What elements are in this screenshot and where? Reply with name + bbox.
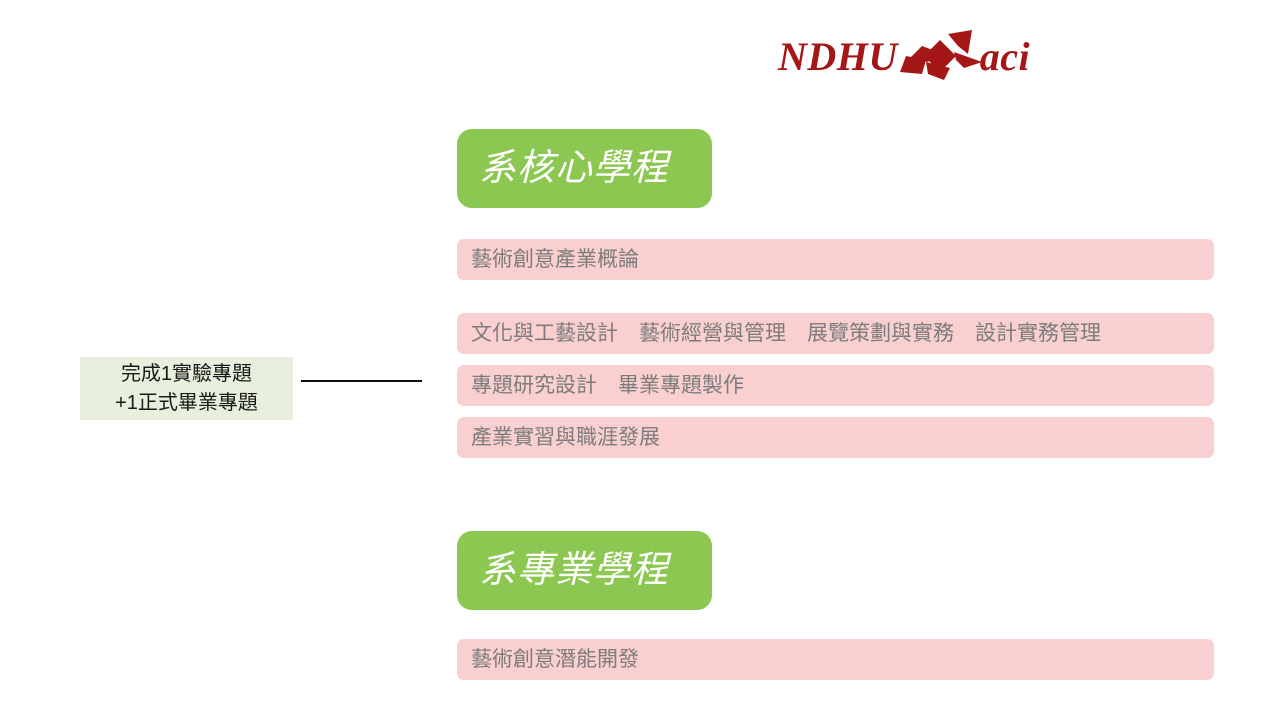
program-header-professional: 系專業學程 bbox=[457, 531, 712, 610]
course-bar: 產業實習與職涯發展 bbox=[457, 417, 1214, 458]
course-bar: 專題研究設計 畢業專題製作 bbox=[457, 365, 1214, 406]
course-bar: 藝術創意潛能開發 bbox=[457, 639, 1214, 680]
ndhu-aci-emblem-icon bbox=[892, 28, 988, 86]
ndhu-aci-logo: NDHU aci bbox=[778, 28, 1031, 86]
course-bar-label: 專題研究設計 畢業專題製作 bbox=[471, 374, 744, 397]
program-header-core: 系核心學程 bbox=[457, 129, 712, 208]
course-bar-label: 文化與工藝設計 藝術經營與管理 展覽策劃與實務 設計實務管理 bbox=[471, 322, 1101, 345]
course-bar-label: 藝術創意產業概論 bbox=[471, 248, 639, 271]
program-header-professional-title: 系專業學程 bbox=[479, 550, 669, 591]
logo-wordmark-aci: aci bbox=[979, 34, 1031, 79]
course-bar: 文化與工藝設計 藝術經營與管理 展覽策劃與實務 設計實務管理 bbox=[457, 313, 1214, 354]
requirement-callout-line-2: +1正式畢業專題 bbox=[115, 391, 258, 414]
requirement-callout-line-1: 完成1實驗專題 bbox=[120, 362, 253, 385]
course-bar: 藝術創意產業概論 bbox=[457, 239, 1214, 280]
requirement-callout: 完成1實驗專題 +1正式畢業專題 bbox=[80, 357, 293, 420]
callout-connector-line bbox=[301, 380, 422, 382]
course-bar-label: 藝術創意潛能開發 bbox=[471, 648, 639, 671]
logo-wordmark-ndhu: NDHU bbox=[778, 34, 898, 79]
program-header-core-title: 系核心學程 bbox=[479, 148, 669, 189]
course-bar-label: 產業實習與職涯發展 bbox=[471, 426, 660, 449]
